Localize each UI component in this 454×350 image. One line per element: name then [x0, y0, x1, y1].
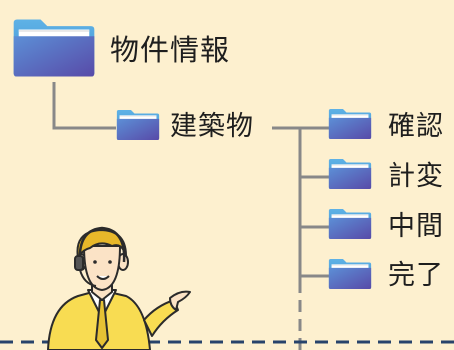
folder-icon: [328, 209, 372, 239]
root-folder-label: 物件情報: [110, 33, 231, 67]
businessman-headset-icon: [47, 226, 191, 350]
folder-icon: [116, 110, 160, 140]
child-folder-label: 確認: [388, 111, 444, 142]
folder-icon: [328, 259, 372, 289]
folder-icon: [328, 109, 372, 139]
folder-icon: [13, 19, 95, 77]
child-folder-label: 中間: [388, 211, 444, 242]
folder-icon: [328, 159, 372, 189]
tree-connectors: [52, 82, 330, 350]
connector-root-to-level1: [52, 82, 116, 130]
child-folder-label: 完了: [388, 260, 444, 291]
connector-branches: [300, 175, 330, 278]
child-folder-label: 計変: [388, 161, 444, 192]
level1-folder-label: 建築物: [170, 111, 254, 142]
